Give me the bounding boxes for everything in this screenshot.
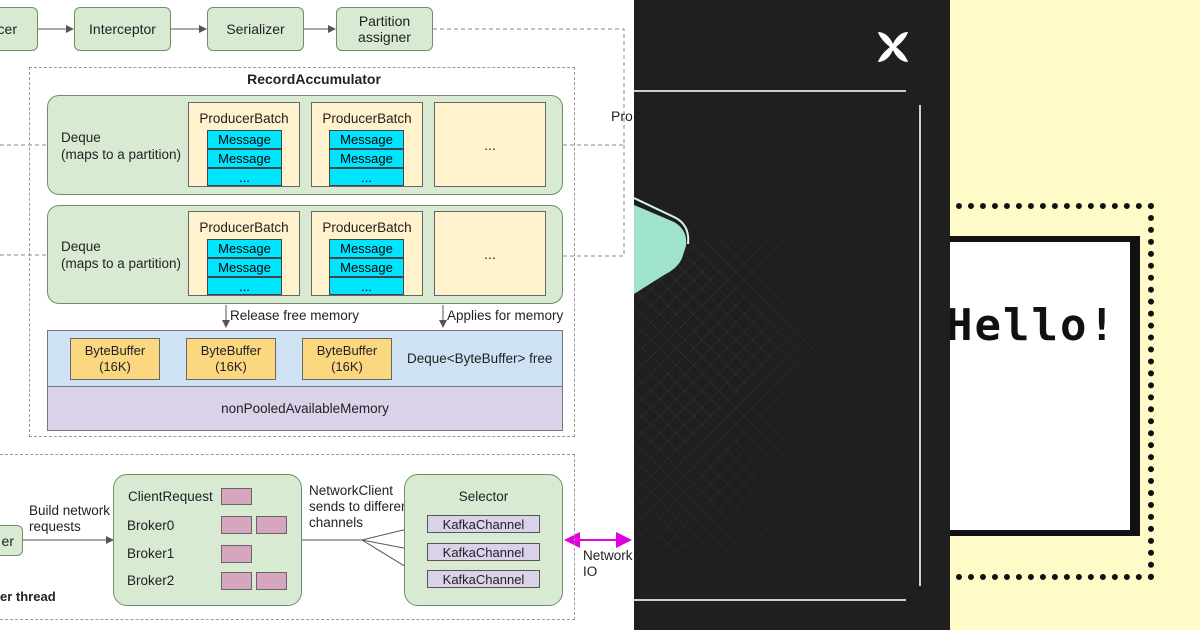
message-text: Message xyxy=(340,151,393,166)
serializer-label: Serializer xyxy=(226,21,285,37)
message-1a-1: Message xyxy=(207,130,282,149)
message-ellipsis: ... xyxy=(361,169,372,185)
message-2b-2: Message xyxy=(329,258,404,277)
message-text: Message xyxy=(340,260,393,275)
message-2b-3: ... xyxy=(329,277,404,295)
sender-thread-label: er thread xyxy=(0,589,56,604)
broker-0-label: Broker0 xyxy=(127,518,175,533)
message-1b-1: Message xyxy=(329,130,404,149)
build-requests-label: Build network requests xyxy=(29,503,111,534)
message-text: Message xyxy=(218,260,271,275)
bytebuffer-text: ByteBuffer (16K) xyxy=(200,343,262,374)
broker-2-label: Broker2 xyxy=(127,573,175,588)
broker-2-block-1 xyxy=(221,572,252,590)
placeholder-ellipsis: ... xyxy=(484,136,496,153)
batch-title-1a: ProducerBatch xyxy=(199,111,289,126)
kafka-channel-text: KafkaChannel xyxy=(442,516,525,532)
producer-box: cer xyxy=(0,7,38,51)
partition-assigner-box: Partition assigner xyxy=(336,7,433,51)
serializer-box: Serializer xyxy=(207,7,304,51)
message-2b-1: Message xyxy=(329,239,404,258)
batch-placeholder-1: ... xyxy=(434,102,546,187)
partition-assigner-label: Partition assigner xyxy=(358,13,411,45)
producer-label: cer xyxy=(0,21,17,37)
message-2a-2: Message xyxy=(207,258,282,277)
non-pooled-label: nonPooledAvailableMemory xyxy=(221,401,389,416)
release-memory-label: Release free memory xyxy=(230,308,360,323)
message-text: Message xyxy=(340,241,393,256)
message-1a-3: ... xyxy=(207,168,282,186)
hello-panel: Hello! xyxy=(950,0,1200,630)
message-ellipsis: ... xyxy=(239,278,250,294)
dotted-frame xyxy=(950,203,1154,580)
broker-2-block-2 xyxy=(256,572,287,590)
sender-label: er xyxy=(1,532,14,549)
deque-label-1: Deque (maps to a partition) xyxy=(61,130,182,162)
kafka-channel-text: KafkaChannel xyxy=(442,571,525,587)
broker-1-block-1 xyxy=(221,545,252,563)
kafka-channel-2: KafkaChannel xyxy=(427,543,540,561)
message-2a-1: Message xyxy=(207,239,282,258)
sender-thread-container xyxy=(0,454,575,620)
producer-partial-label: Pro xyxy=(611,108,633,124)
hello-card xyxy=(950,236,1136,536)
message-2a-3: ... xyxy=(207,277,282,295)
client-request-block xyxy=(221,488,252,505)
broker-0-block-2 xyxy=(256,516,287,534)
record-accumulator-title: RecordAccumulator xyxy=(247,71,381,87)
applies-memory-label: Applies for memory xyxy=(447,308,564,323)
batch-title-1b: ProducerBatch xyxy=(322,111,412,126)
message-text: Message xyxy=(218,241,271,256)
message-text: Message xyxy=(340,132,393,147)
kafka-channel-3: KafkaChannel xyxy=(427,570,540,588)
batch-placeholder-2: ... xyxy=(434,211,546,296)
message-1a-2: Message xyxy=(207,149,282,168)
x-star-logo-icon xyxy=(878,32,908,62)
message-1b-3: ... xyxy=(329,168,404,186)
bytebuffer-1: ByteBuffer (16K) xyxy=(70,338,160,380)
bytebuffer-2: ByteBuffer (16K) xyxy=(186,338,276,380)
kafka-channel-text: KafkaChannel xyxy=(442,544,525,560)
bytebuffer-text: ByteBuffer (16K) xyxy=(316,343,378,374)
hello-text: Hello! xyxy=(950,300,1117,351)
network-client-label: NetworkClient sends to different channel… xyxy=(309,483,413,530)
non-pooled-memory: nonPooledAvailableMemory xyxy=(47,387,563,431)
bytebuffer-text: ByteBuffer (16K) xyxy=(84,343,146,374)
bytebuffer-3: ByteBuffer (16K) xyxy=(302,338,392,380)
selector-label: Selector xyxy=(458,489,509,504)
free-deque-label: Deque<ByteBuffer> free xyxy=(407,351,553,366)
message-text: Message xyxy=(218,132,271,147)
client-request-label: ClientRequest xyxy=(128,489,213,504)
sender-box: er xyxy=(0,525,23,556)
message-text: Message xyxy=(218,151,271,166)
batch-title-2a: ProducerBatch xyxy=(199,220,289,235)
kafka-channel-1: KafkaChannel xyxy=(427,515,540,533)
deque-label-2: Deque (maps to a partition) xyxy=(61,239,182,271)
placeholder-ellipsis: ... xyxy=(484,245,496,262)
dark-graphic-panel xyxy=(634,0,950,630)
kafka-diagram-panel: cer Interceptor Serializer Partition ass… xyxy=(0,7,633,620)
interceptor-label: Interceptor xyxy=(89,21,156,37)
record-accumulator-container xyxy=(29,67,575,437)
batch-title-2b: ProducerBatch xyxy=(322,220,412,235)
message-1b-2: Message xyxy=(329,149,404,168)
dark-panel-graphic xyxy=(634,90,921,601)
broker-0-block-1 xyxy=(221,516,252,534)
network-io-label: Network IO xyxy=(583,548,633,579)
message-ellipsis: ... xyxy=(361,278,372,294)
message-ellipsis: ... xyxy=(239,169,250,185)
interceptor-box: Interceptor xyxy=(74,7,171,51)
broker-1-label: Broker1 xyxy=(127,546,175,561)
